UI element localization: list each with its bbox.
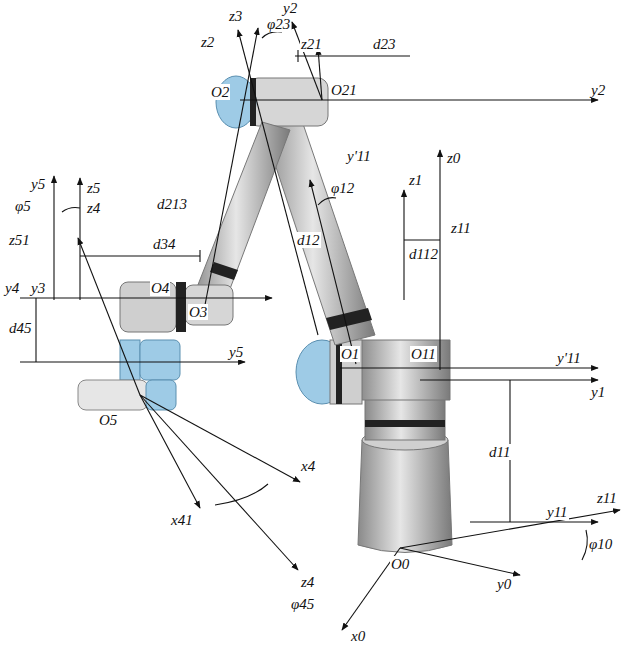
axis-label: φ23 xyxy=(266,16,291,32)
axis-label: O21 xyxy=(330,82,358,98)
axis-label: y'11 xyxy=(346,148,372,164)
axis-label: y'11 xyxy=(556,350,582,366)
axis-label: d213 xyxy=(156,196,188,212)
axis-label: d11 xyxy=(488,444,511,460)
axis-label: y5 xyxy=(30,176,46,192)
axis-label: z11 xyxy=(450,220,472,236)
axis-label: O0 xyxy=(390,556,410,572)
axis-label: y1 xyxy=(590,384,606,400)
axis-label: y5 xyxy=(228,344,244,360)
axis-label: z21 xyxy=(300,36,323,52)
axis-label: y3 xyxy=(30,280,46,296)
axis-label: d23 xyxy=(372,36,397,52)
axis-label: y11 xyxy=(546,504,569,520)
axis-label: z0 xyxy=(446,150,461,166)
axis-label: d45 xyxy=(8,320,33,336)
axis-label: y4 xyxy=(4,280,20,296)
axis-label: O5 xyxy=(98,412,118,428)
axis-label: z3 xyxy=(228,8,243,24)
axis-label: z4 xyxy=(86,200,101,216)
axis-label: y0 xyxy=(496,576,512,592)
axis-label: φ45 xyxy=(290,596,315,612)
axis-label: z4 xyxy=(300,574,315,590)
axis-label: x4 xyxy=(300,458,316,474)
axis-label: y2 xyxy=(282,0,298,16)
axis-label: φ10 xyxy=(588,536,613,552)
axis-label: z2 xyxy=(200,34,215,50)
axis-label: d34 xyxy=(152,236,177,252)
axis-label: O3 xyxy=(188,304,208,320)
axis-label: φ12 xyxy=(330,180,355,196)
axis-label: O4 xyxy=(150,280,170,296)
robot-body xyxy=(78,76,452,553)
axis-label: z1 xyxy=(408,172,423,188)
axis-label: z5 xyxy=(86,180,101,196)
axis-label: y2 xyxy=(590,82,606,98)
axis-label: d12 xyxy=(296,232,321,248)
axis-label: x41 xyxy=(170,512,194,528)
axis-label: O1 xyxy=(340,346,360,362)
axis-label: O2 xyxy=(210,84,230,100)
axis-label: d112 xyxy=(408,246,439,262)
axis-label: O11 xyxy=(410,346,437,362)
axis-label: φ5 xyxy=(14,198,32,214)
axis-label: z51 xyxy=(8,232,31,248)
axis-label: z11 xyxy=(596,490,618,506)
axis-label: x0 xyxy=(350,628,366,644)
axis-lines xyxy=(20,22,620,630)
